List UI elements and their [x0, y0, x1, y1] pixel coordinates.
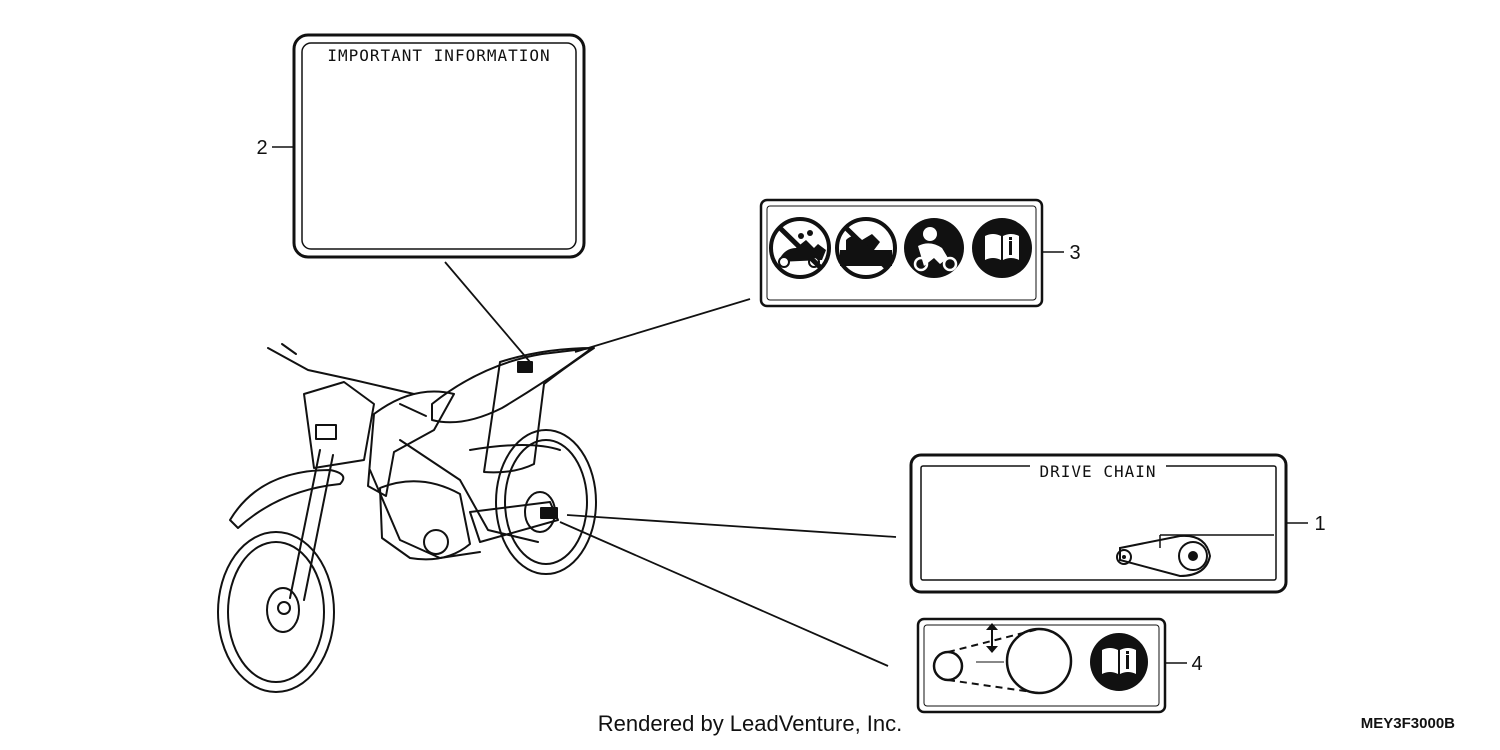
- drive-chain-label[interactable]: DRIVE CHAIN: [909, 453, 1288, 594]
- callout-number-1: 1: [1314, 513, 1325, 535]
- important-information-title: IMPORTANT INFORMATION: [327, 46, 550, 65]
- callout-number-4: 4: [1191, 653, 1202, 675]
- callout-number-2: 2: [256, 137, 267, 159]
- helmet-rider-icon: [904, 218, 964, 278]
- motorcycle-illustration: [217, 343, 597, 693]
- chain-slack-label[interactable]: [916, 617, 1167, 714]
- callout-number-3: 3: [1069, 242, 1080, 264]
- no-passenger-icon: [769, 217, 831, 279]
- rendered-by-credit: Rendered by LeadVenture, Inc.: [598, 711, 903, 736]
- drive-chain-title: DRIVE CHAIN: [1040, 462, 1157, 481]
- diagram-code: MEY3F3000B: [1361, 715, 1455, 732]
- no-road-riding-icon: [835, 217, 897, 279]
- warning-symbols-label[interactable]: [759, 198, 1044, 308]
- owners-manual-icon: [1090, 633, 1148, 691]
- important-information-label[interactable]: IMPORTANT INFORMATION: [292, 33, 586, 259]
- drive-chain-icon: [1116, 534, 1274, 578]
- leader-lines: [444, 261, 897, 667]
- owners-manual-icon: [972, 218, 1032, 278]
- chain-slack-diagram-icon: [932, 623, 1073, 695]
